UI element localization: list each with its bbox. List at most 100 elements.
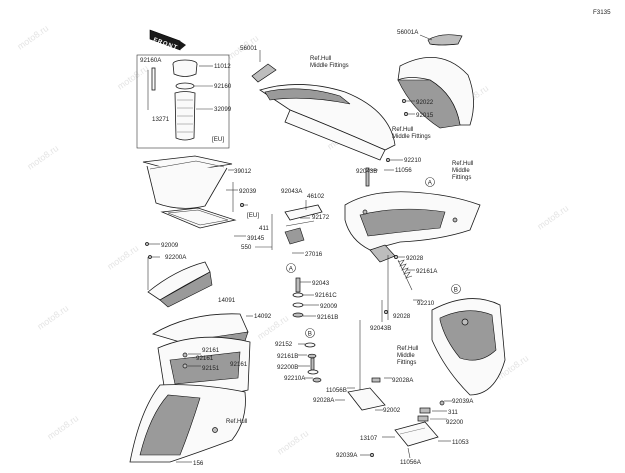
label-92200b: 92200B: [277, 364, 298, 371]
handle-46102: [284, 204, 323, 245]
label-92015: 92015: [416, 112, 434, 119]
watermark: moto8.ru: [105, 243, 140, 272]
label-92200: 92200: [446, 419, 464, 426]
label-411: 411: [259, 225, 269, 232]
label-92161b-2: 92161B: [277, 353, 298, 360]
label-13271: 13271: [152, 116, 170, 123]
ref-hull-mid-3c: Fittings: [452, 175, 471, 181]
bolt-92043: [295, 277, 301, 293]
label-39145: 39145: [247, 235, 265, 242]
label-11056a: 11056A: [400, 459, 422, 466]
ref-hull-mid-2b: Middle Fittings: [392, 134, 431, 140]
bolt-92043b: [365, 167, 370, 187]
front-direction-arrow: FRONT: [149, 29, 186, 52]
cap-body: [172, 63, 198, 77]
label-92022: 92022: [416, 99, 434, 106]
label-92200a: 92200A: [165, 254, 187, 261]
label-27016: 27016: [305, 251, 323, 258]
watermark: moto8.ru: [15, 23, 50, 52]
ref-hull-mid-4c: Fittings: [397, 360, 416, 366]
label-92028a-1: 92028A: [392, 377, 414, 384]
gasket: [160, 207, 237, 229]
label-92210a: 92210A: [284, 375, 306, 382]
label-92161-3: 92161: [230, 361, 248, 368]
washer-92161c: [292, 292, 304, 298]
label-92028a-2: 92028A: [313, 397, 335, 404]
label-550: 550: [241, 244, 252, 251]
label-eu-2: [EU]: [247, 212, 259, 219]
steering-frame: [344, 191, 481, 263]
label-56001: 56001: [240, 45, 258, 52]
cowl-56001a: [397, 34, 474, 129]
label-11053: 11053: [452, 439, 469, 446]
washer-92161b: [292, 312, 304, 318]
filler-cap-group: [136, 54, 230, 149]
o-ring: [175, 82, 195, 90]
hull-front-lower: [129, 384, 246, 463]
ref-hull-mid-1a: Ref.Hull: [310, 56, 331, 62]
label-92160a: 92160A: [140, 57, 162, 64]
storage-bucket: [142, 155, 233, 209]
ref-hull-mid-2a: Ref.Hull: [392, 127, 413, 133]
label-92161b-1: 92161B: [317, 314, 338, 321]
watermark: moto8.ru: [25, 143, 60, 172]
callout-a-mid-letter: A: [289, 265, 294, 272]
label-92161-2: 92161: [196, 355, 214, 362]
label-92039-left: 92039: [239, 188, 257, 195]
figure-code: F3135: [593, 9, 611, 16]
label-56001a: 56001A: [397, 29, 419, 36]
label-92210-right: 92210: [417, 300, 435, 307]
label-92152: 92152: [275, 341, 293, 348]
label-92043b-top: 92043B: [356, 168, 377, 175]
label-92043: 92043: [312, 280, 330, 287]
watermark: moto8.ru: [45, 413, 80, 442]
hull-right-b: [431, 298, 506, 396]
label-92009-left: 92009: [161, 242, 179, 249]
label-92043a: 92043A: [281, 188, 303, 195]
bucket-body: [146, 165, 228, 209]
label-92172: 92172: [312, 214, 330, 221]
label-39012: 39012: [234, 168, 252, 175]
watermark: moto8.ru: [115, 63, 150, 92]
callout-a-top-letter: A: [428, 179, 433, 186]
callout-a-top: [425, 177, 435, 187]
label-92161-1: 92161: [202, 347, 220, 354]
ref-hull-mid-3b: Middle: [452, 168, 470, 174]
mirror-large: [427, 34, 463, 46]
label-92039a-bottom: 92039A: [336, 452, 358, 459]
label-92161c: 92161C: [315, 292, 337, 299]
watermark: moto8.ru: [35, 303, 70, 332]
label-92151: 92151: [202, 365, 220, 372]
cable-bracket: [347, 320, 445, 447]
label-311: 311: [448, 409, 458, 416]
spring-92161a: [397, 259, 413, 291]
ref-hull-mid-1b: Middle Fittings: [310, 63, 349, 69]
watermark: moto8.ru: [275, 428, 310, 457]
filler-tube: [174, 91, 196, 141]
label-156: 156: [193, 460, 204, 467]
callout-b-right: [451, 284, 461, 294]
ref-hull-mid-4a: Ref.Hull: [397, 346, 418, 352]
hardware-stack: [292, 277, 304, 318]
label-92043b-bottom: 92043B: [370, 325, 391, 332]
label-11056-top: 11056: [395, 167, 412, 174]
ref-hull-bottom: Ref.Hull: [226, 419, 247, 425]
label-92028-r1: 92028: [406, 255, 424, 262]
ref-hull-mid-4b: Middle: [397, 353, 415, 359]
callout-b-right-letter: B: [454, 286, 458, 293]
ref-hull-mid-3a: Ref.Hull: [452, 161, 473, 167]
label-14092: 14092: [254, 313, 272, 320]
callout-b-mid-letter: B: [308, 330, 312, 337]
mirror-small: [251, 63, 277, 83]
cover-14091: [147, 261, 213, 308]
lower-hardware-stack: [304, 342, 322, 383]
label-14091: 14091: [218, 297, 236, 304]
watermark: moto8.ru: [535, 203, 570, 232]
label-92009-mid: 92009: [320, 303, 338, 310]
label-11056b: 11056B: [326, 387, 347, 394]
label-13107: 13107: [360, 435, 378, 442]
label-92039a-top: 92039A: [452, 398, 474, 405]
label-eu-1: [EU]: [212, 136, 224, 143]
